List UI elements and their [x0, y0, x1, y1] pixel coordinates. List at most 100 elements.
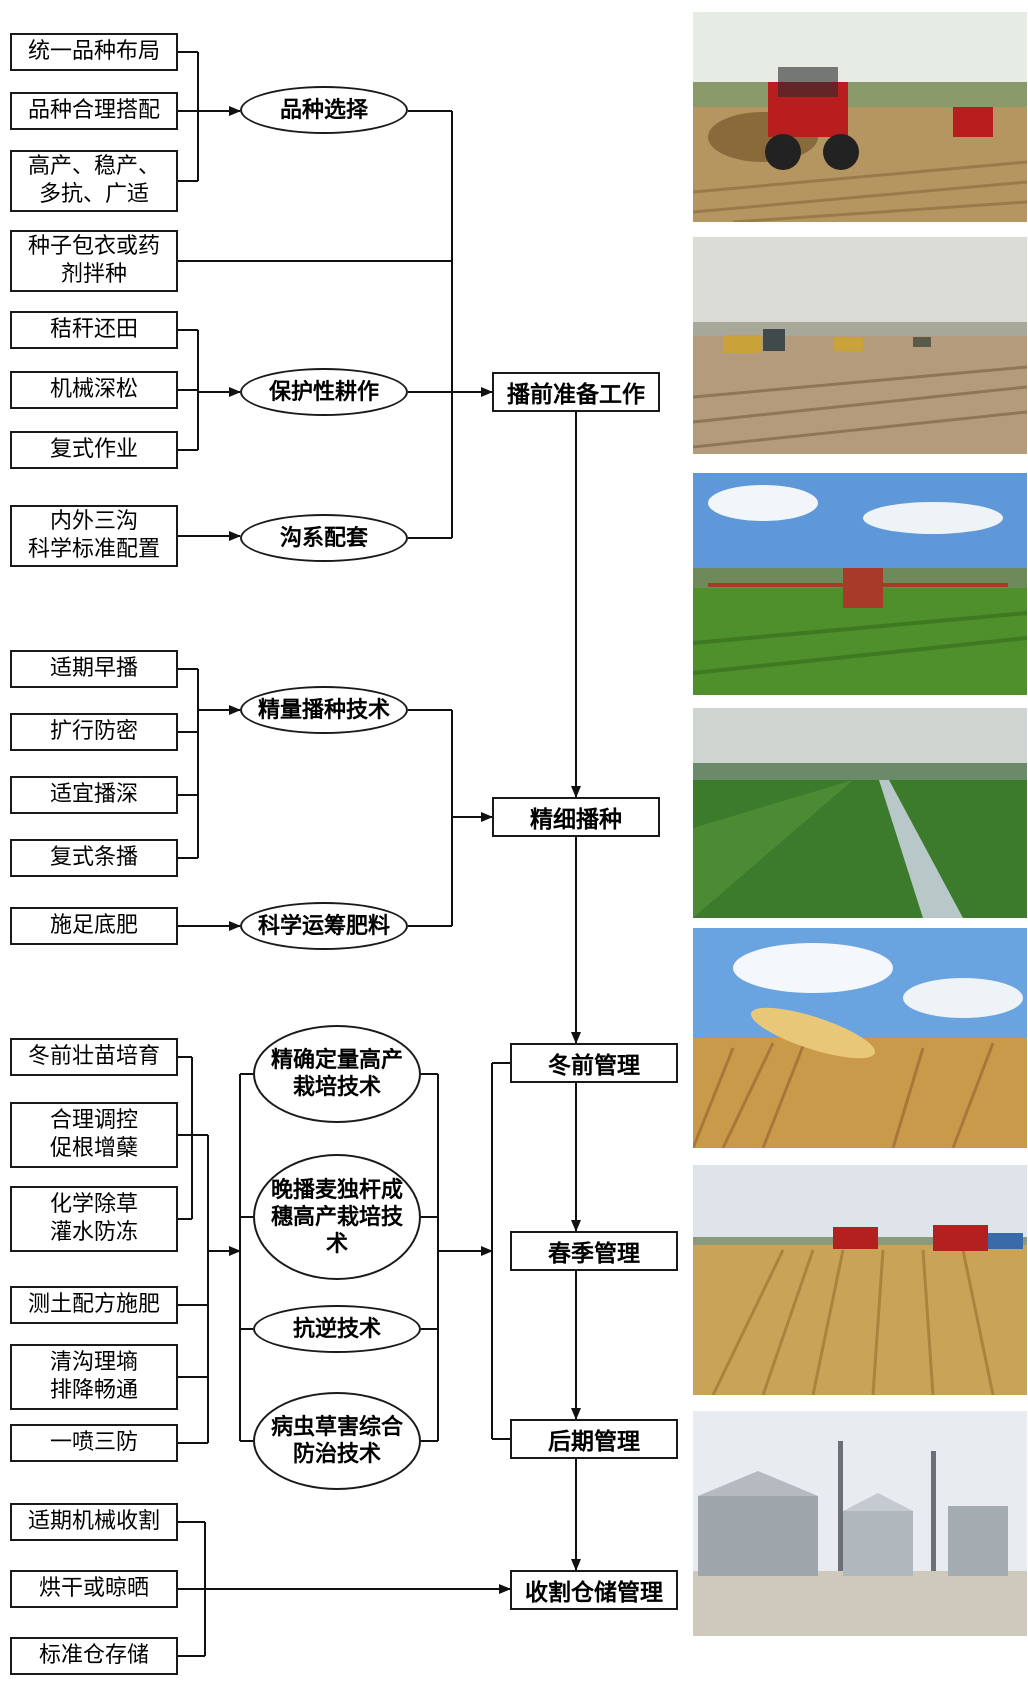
stage-label: 收割仓储管理: [525, 1579, 663, 1606]
photo-silo-roof: [698, 1471, 818, 1496]
photo-stalks: [693, 1042, 995, 1148]
stage-box-harvest-storage: 收割仓储管理: [510, 1570, 678, 1610]
technique-oval-precise-quantitative-cultivation: 精确定量高产 栽培技术: [253, 1025, 421, 1123]
photo-cloud: [903, 978, 1023, 1018]
input-label: 品种合理搭配: [27, 98, 160, 123]
photo-silo: [698, 1496, 818, 1576]
photo-tilled-field-tractors: [693, 237, 1027, 454]
photo-rows: [693, 611, 1027, 675]
technique-label: 精确定量高产 栽培技术: [270, 1047, 403, 1100]
technique-oval-conservation-tillage: 保护性耕作: [240, 368, 408, 416]
technique-oval-ditch-system: 沟系配套: [240, 514, 408, 562]
photo-sprayer-body: [843, 568, 883, 608]
input-label: 一喷三防: [49, 1430, 138, 1455]
input-box-soil-test-fertilization: 测土配方施肥: [10, 1286, 178, 1324]
photo-treeline: [693, 82, 1027, 110]
photo-tractor: [913, 337, 931, 347]
photo-cloud: [708, 485, 818, 521]
stage-box-late-management: 后期管理: [510, 1419, 678, 1459]
photo-wheat-ear: [750, 1007, 876, 1059]
input-label: 复式作业: [49, 437, 138, 462]
input-label: 适期机械收割: [27, 1509, 160, 1534]
input-box-standard-storage: 标准仓存储: [10, 1637, 178, 1675]
technique-oval-late-sowing-cultivation: 晚播麦独杆成 穗高产栽培技 术: [253, 1154, 421, 1280]
input-box-base-fertilizer: 施足底肥: [10, 907, 178, 945]
photo-sprayer-green-wheat: [693, 473, 1027, 695]
technique-label: 沟系配套: [279, 524, 368, 551]
input-label: 清沟理墒 排降畅通: [49, 1350, 138, 1403]
technique-label: 抗逆技术: [292, 1315, 381, 1342]
technique-label: 精量播种技术: [257, 696, 390, 723]
input-box-weeding-irrigation: 化学除草 灌水防冻: [10, 1186, 178, 1252]
input-box-strip-sowing: 复式条播: [10, 839, 178, 877]
input-box-ditch-configuration: 内外三沟 科学标准配置: [10, 505, 178, 567]
stage-label: 后期管理: [548, 1428, 640, 1455]
stage-label: 春季管理: [548, 1240, 640, 1267]
input-label: 扩行防密: [49, 719, 138, 744]
stage-box-spring-management: 春季管理: [510, 1231, 678, 1271]
technique-oval-stress-resistance: 抗逆技术: [253, 1305, 421, 1353]
input-box-ditch-drainage: 清沟理墒 排降畅通: [10, 1344, 178, 1410]
photo-tracks: [693, 365, 1027, 449]
input-label: 种子包衣或药 剂拌种: [27, 234, 160, 287]
technique-oval-precision-sowing: 精量播种技术: [240, 686, 408, 734]
input-label: 烘干或晾晒: [38, 1576, 149, 1601]
photo-combine: [833, 1227, 878, 1249]
input-box-mechanical-harvest: 适期机械收割: [10, 1503, 178, 1541]
input-box-high-yield-traits: 高产、稳产、 多抗、广适: [10, 150, 178, 212]
stage-box-pre-winter-management: 冬前管理: [510, 1043, 678, 1083]
technique-label: 品种选择: [279, 96, 368, 123]
photo-tractor-cab: [778, 67, 838, 97]
input-box-unified-variety-layout: 统一品种布局: [10, 33, 178, 71]
input-box-combined-operation: 复式作业: [10, 431, 178, 469]
photo-tractor: [723, 335, 761, 353]
photo-cloud: [863, 502, 1003, 534]
input-label: 适宜播深: [49, 782, 138, 807]
input-box-root-tillering: 合理调控 促根增蘖: [10, 1102, 178, 1168]
photo-tractor: [833, 337, 863, 351]
photo-tractor-distant: [953, 107, 993, 137]
stage-box-pre-sowing-preparation: 播前准备工作: [492, 372, 660, 412]
technique-oval-pest-weed-control: 病虫草害综合 防治技术: [253, 1392, 421, 1490]
photo-sky: [693, 237, 1027, 327]
photo-silo: [948, 1506, 1008, 1576]
input-label: 标准仓存储: [38, 1643, 149, 1668]
input-label: 化学除草 灌水防冻: [49, 1192, 138, 1245]
input-box-straw-return: 秸秆还田: [10, 311, 178, 349]
photo-canal: [879, 780, 963, 918]
input-label: 机械深松: [49, 377, 138, 402]
input-box-drying: 烘干或晾晒: [10, 1570, 178, 1608]
input-label: 复式条播: [49, 845, 138, 870]
input-box-winter-seedlings: 冬前壮苗培育: [10, 1038, 178, 1076]
input-label: 适期早播: [49, 656, 138, 681]
photo-combine-harvesters: [693, 1165, 1027, 1395]
input-box-row-spacing: 扩行防密: [10, 713, 178, 751]
input-box-deep-loosening: 机械深松: [10, 371, 178, 409]
input-box-seed-coating: 种子包衣或药 剂拌种: [10, 230, 178, 292]
photo-treeline: [693, 763, 1027, 783]
photo-tractor-straw-field: [693, 12, 1027, 222]
stage-label: 播前准备工作: [507, 381, 645, 408]
photo-ground: [693, 336, 1027, 454]
input-label: 高产、稳产、 多抗、广适: [27, 154, 160, 207]
photo-cloud: [733, 943, 893, 993]
photo-elevator: [931, 1451, 936, 1571]
photo-tractor-wheel: [765, 134, 801, 170]
stage-label: 精细播种: [530, 806, 622, 833]
photo-elevator: [838, 1441, 843, 1571]
stage-box-fine-sowing: 精细播种: [492, 797, 660, 837]
photo-wheat-ears-closeup: [693, 928, 1027, 1148]
input-label: 合理调控 促根增蘖: [49, 1108, 138, 1161]
photo-horizon: [693, 322, 1027, 336]
input-label: 施足底肥: [49, 913, 138, 938]
technique-label: 保护性耕作: [268, 378, 379, 405]
input-box-variety-matching: 品种合理搭配: [10, 92, 178, 130]
photo-silo: [843, 1511, 913, 1576]
photo-rows: [711, 1249, 995, 1395]
photo-field-left: [693, 780, 853, 918]
photo-silo-roof: [843, 1493, 913, 1511]
input-label: 测土配方施肥: [27, 1292, 160, 1317]
input-label: 秸秆还田: [49, 317, 138, 342]
